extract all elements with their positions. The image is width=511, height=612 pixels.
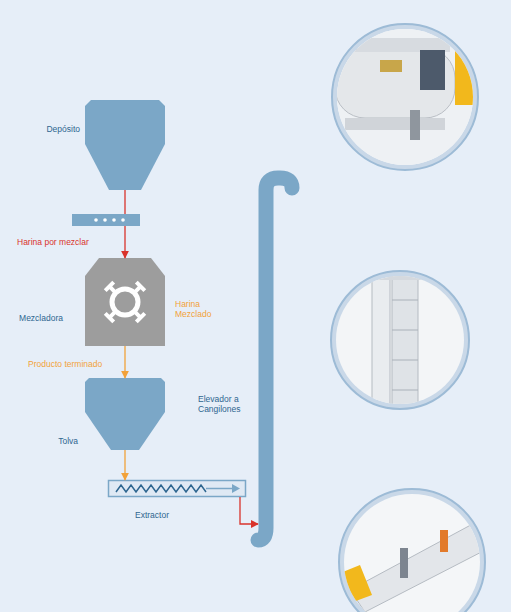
edge-label: Producto terminado: [28, 359, 102, 369]
extractor-photo: [335, 489, 495, 612]
screw-extractor: Extractor: [108, 480, 246, 497]
elevator-pipe: [250, 170, 302, 548]
flow-arrow: [124, 450, 125, 480]
storage-hopper: Depósito: [85, 100, 165, 190]
edge-label: Harina por mezclar: [17, 237, 89, 247]
mixer: Mezcladora: [85, 258, 165, 346]
output-hopper: Tolva: [85, 378, 165, 450]
screw-conveyor: [108, 480, 246, 497]
node-label: Depósito: [46, 124, 80, 134]
node-label: Elevador a Cangilones: [198, 394, 248, 414]
flow-arrow: [124, 190, 125, 258]
bucket-elevator: Elevador a Cangilones: [250, 170, 302, 548]
mixer-shape: [85, 258, 165, 346]
node-label: Mezcladora: [19, 313, 63, 323]
hopper-shape: [85, 378, 165, 450]
mixer-photo: [330, 20, 490, 180]
node-label: Extractor: [135, 510, 169, 520]
flow-note: Harina Mezclado: [175, 299, 217, 319]
elevator-photo: [331, 270, 469, 410]
flow-arrow: [124, 346, 125, 378]
feeder-symbol: [72, 214, 140, 226]
flow-arrow: [240, 497, 258, 524]
node-label: Tolva: [58, 436, 78, 446]
hopper-shape: [85, 100, 165, 190]
